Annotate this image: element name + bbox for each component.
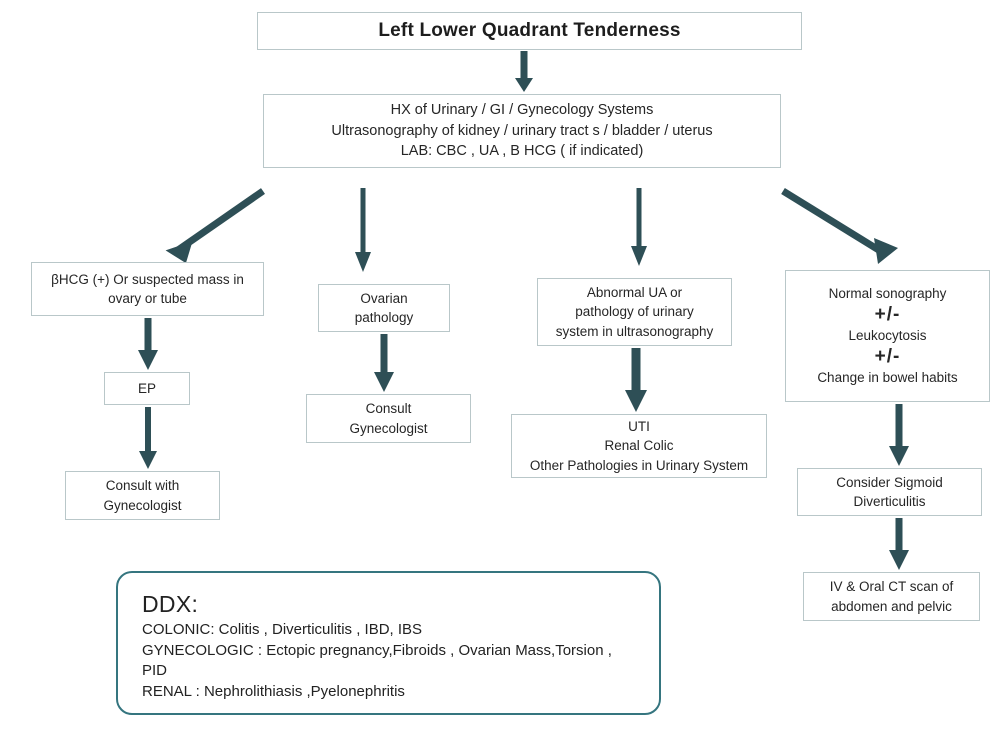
node-branch4-bottom-line2: abdomen and pelvic [831, 598, 952, 614]
node-branch1-bottom: Consult with Gynecologist [65, 471, 220, 520]
ddx-line-renal: RENAL : Nephrolithiasis ,Pyelonephritis [142, 683, 405, 701]
ddx-line-gynecologic: GYNECOLOGIC : Ectopic pregnancy,Fibroids… [142, 641, 612, 680]
arrow-branch4-mid-to-bottom [887, 516, 911, 572]
arrow-workup-to-branch2 [352, 186, 374, 274]
arrow-workup-to-branch1 [150, 186, 270, 268]
node-branch3-top-line1: Abnormal UA or [586, 285, 683, 301]
node-branch2-top-line1: Ovarian [360, 290, 408, 306]
arrow-workup-to-branch4 [778, 186, 908, 270]
node-branch1-top: βHCG (+) Or suspected mass in ovary or t… [31, 262, 264, 316]
node-root: Left Lower Quadrant Tenderness [257, 12, 802, 50]
node-workup: HX of Urinary / GI / Gynecology Systems … [263, 94, 781, 168]
node-branch2-top: Ovarian pathology [318, 284, 450, 332]
arrow-workup-to-branch3 [628, 186, 650, 268]
node-branch1-mid: EP [104, 372, 190, 405]
node-branch4-top-line5: Change in bowel habits [817, 370, 958, 386]
node-branch1-bottom-line1: Consult with [105, 478, 180, 494]
node-branch4-bottom: IV & Oral CT scan of abdomen and pelvic [803, 572, 980, 621]
node-branch4-top: Normal sonography +/- Leukocytosis +/- C… [785, 270, 990, 402]
ddx-title: DDX: [142, 591, 199, 617]
node-branch2-bottom: Consult Gynecologist [306, 394, 471, 443]
node-branch3-bottom-line2: Renal Colic [604, 438, 674, 454]
node-branch4-top-line2: +/- [874, 303, 901, 325]
arrow-branch4-top-to-mid [887, 402, 911, 468]
node-branch3-bottom-line1: UTI [628, 419, 650, 435]
node-branch3-top: Abnormal UA or pathology of urinary syst… [537, 278, 732, 346]
node-workup-line3: LAB: CBC , UA , B HCG ( if indicated) [400, 143, 644, 160]
node-root-label: Left Lower Quadrant Tenderness [378, 19, 681, 41]
ddx-panel: DDX: COLONIC: Colitis , Diverticulitis ,… [116, 571, 661, 715]
arrow-branch2-top-to-bottom [372, 332, 396, 394]
node-branch4-top-line1: Normal sonography [828, 286, 947, 302]
node-branch2-bottom-line2: Gynecologist [349, 420, 428, 436]
node-branch3-bottom-line3: Other Pathologies in Urinary System [529, 457, 749, 473]
node-branch4-mid-line2: Diverticulitis [853, 494, 926, 509]
node-branch1-mid-line1: EP [137, 380, 156, 396]
arrow-branch1-top-to-ep [136, 316, 160, 372]
arrow-branch3-top-to-bottom [623, 346, 649, 414]
arrow-ep-to-consult [136, 405, 160, 471]
node-branch3-top-line3: system in ultrasonography [555, 323, 714, 339]
node-branch4-bottom-line1: IV & Oral CT scan of [829, 579, 954, 595]
node-branch4-top-line4: +/- [874, 345, 901, 367]
ddx-line-colonic: COLONIC: Colitis , Diverticulitis , IBD,… [142, 621, 423, 638]
node-branch4-mid: Consider Sigmoid Diverticulitis [797, 468, 982, 516]
node-workup-line2: Ultrasonography of kidney / urinary trac… [331, 122, 713, 139]
node-branch1-top-line1: βHCG (+) Or suspected mass in [51, 271, 244, 287]
node-branch2-bottom-line1: Consult [365, 401, 412, 417]
node-branch1-bottom-line2: Gynecologist [103, 497, 182, 513]
node-branch3-bottom: UTI Renal Colic Other Pathologies in Uri… [511, 414, 767, 478]
node-branch4-top-line3: Leukocytosis [848, 328, 927, 344]
node-workup-line1: HX of Urinary / GI / Gynecology Systems [390, 102, 654, 119]
node-branch4-mid-line1: Consider Sigmoid [836, 474, 943, 490]
arrow-root-to-workup [512, 50, 536, 94]
node-branch3-top-line2: pathology of urinary [575, 304, 694, 320]
node-branch1-top-line2: ovary or tube [108, 291, 187, 306]
node-branch2-top-line2: pathology [354, 310, 414, 325]
